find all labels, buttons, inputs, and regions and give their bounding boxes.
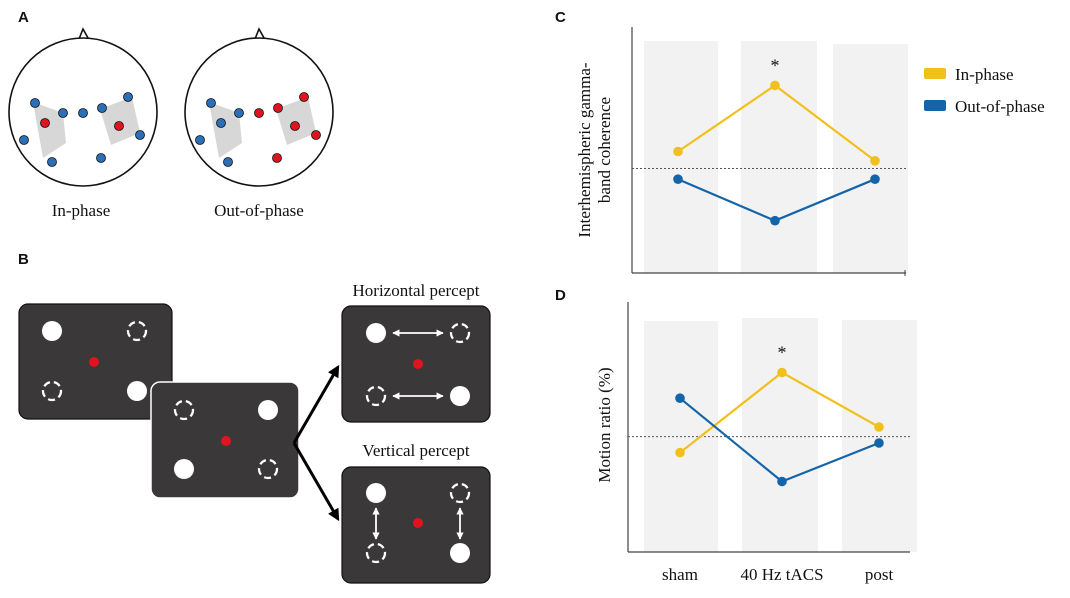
data-point-in-phase <box>870 156 880 166</box>
shade-band-tacs <box>742 318 818 552</box>
dot-filled <box>174 459 194 479</box>
data-point-out-of-phase <box>874 438 884 448</box>
y-axis-label-c: Interhemispheric gamma-band coherence <box>575 62 614 237</box>
stimulus-frame-2 <box>150 381 300 499</box>
x-tick-label: 40 Hz tACS <box>740 565 823 584</box>
electrodes-out-of-phase <box>195 92 321 167</box>
legend-swatch-in-phase <box>924 68 946 79</box>
electrode-red <box>273 103 283 113</box>
fixation-dot <box>221 436 231 446</box>
significance-marker: * <box>778 343 787 363</box>
chart-c-coherence: Interhemispheric gamma-band coherence * <box>575 27 908 276</box>
y-axis-label-c-line1: Interhemispheric gamma- <box>575 62 594 237</box>
horizontal-percept-frame <box>341 305 491 423</box>
vertical-percept-frame <box>341 466 491 584</box>
data-point-out-of-phase <box>770 215 780 226</box>
x-tick-label: sham <box>662 565 698 584</box>
electrode-red <box>40 118 50 128</box>
electrode-blue <box>135 130 145 140</box>
legend-swatch-out-of-phase <box>924 100 946 111</box>
electrode-patch-right <box>276 97 316 145</box>
panel-letter-d: D <box>555 287 566 304</box>
electrode-blue <box>96 153 106 163</box>
electrode-blue <box>47 157 57 167</box>
dot-filled <box>450 386 470 406</box>
legend: In-phase Out-of-phase <box>924 65 1045 116</box>
electrode-red <box>114 121 124 131</box>
x-tick-label: post <box>865 565 894 584</box>
significance-marker: * <box>771 55 780 75</box>
electrode-blue <box>97 103 107 113</box>
electrode-red <box>299 92 309 102</box>
y-axis-label-c-line2: band coherence <box>595 97 614 203</box>
branch-arrow-vertical <box>292 442 340 522</box>
data-point-out-of-phase <box>870 174 880 184</box>
dot-dashed <box>41 380 63 402</box>
dot-filled <box>366 323 386 343</box>
data-point-out-of-phase <box>673 174 683 184</box>
branch-arrow-horizontal <box>292 364 340 444</box>
data-point-in-phase <box>675 447 685 458</box>
data-point-in-phase <box>874 422 884 432</box>
dot-dashed <box>449 482 471 504</box>
electrode-blue <box>223 157 233 167</box>
electrode-blue <box>78 108 88 118</box>
legend-label-out-of-phase: Out-of-phase <box>955 97 1045 116</box>
chart-d-motion-ratio: Motion ratio (%) * sham 40 Hz tACS post <box>595 302 917 584</box>
data-point-in-phase <box>770 80 780 91</box>
dot-dashed <box>257 458 279 480</box>
dot-filled <box>42 321 62 341</box>
electrode-patch-right <box>100 97 140 145</box>
panel-letter-c: C <box>555 9 566 26</box>
head-map-out-of-phase <box>184 27 334 187</box>
electrode-red <box>311 130 321 140</box>
electrode-blue <box>123 92 133 102</box>
dot-filled <box>258 400 278 420</box>
dot-dashed <box>365 542 387 564</box>
electrode-patch-left <box>209 102 242 158</box>
data-point-in-phase <box>673 146 683 157</box>
electrode-blue <box>19 135 29 145</box>
data-point-out-of-phase <box>777 476 787 487</box>
fixation-dot <box>89 357 99 367</box>
dot-dashed <box>126 320 148 342</box>
panel-letter-a: A <box>18 9 29 26</box>
fixation-dot <box>413 359 423 369</box>
electrode-blue <box>234 108 244 118</box>
electrode-blue <box>58 108 68 118</box>
head-map-in-phase <box>8 27 158 187</box>
data-point-in-phase <box>777 367 787 378</box>
electrode-blue <box>206 98 216 108</box>
shade-band-tacs <box>741 41 817 273</box>
dot-dashed <box>173 399 195 421</box>
electrode-blue <box>30 98 40 108</box>
electrode-blue <box>216 118 226 128</box>
dot-filled <box>450 543 470 563</box>
y-axis-label-d: Motion ratio (%) <box>595 367 614 482</box>
electrode-red <box>290 121 300 131</box>
electrode-blue <box>195 135 205 145</box>
data-point-out-of-phase <box>675 393 685 404</box>
electrode-patch-left <box>33 102 66 158</box>
dot-dashed <box>365 385 387 407</box>
shade-band-sham <box>644 41 718 273</box>
stimulus-frame-1 <box>18 303 173 420</box>
dot-dashed <box>449 322 471 344</box>
label-horizontal-percept: Horizontal percept <box>353 281 480 300</box>
electrode-red <box>272 153 282 163</box>
label-vertical-percept: Vertical percept <box>362 441 469 460</box>
electrode-red <box>254 108 264 118</box>
electrodes-in-phase <box>19 92 145 167</box>
legend-label-in-phase: In-phase <box>955 65 1014 84</box>
shade-band-post <box>842 320 917 552</box>
dot-filled <box>366 483 386 503</box>
panel-letter-b: B <box>18 251 29 268</box>
label-out-of-phase: Out-of-phase <box>214 201 304 220</box>
fixation-dot <box>413 518 423 528</box>
label-in-phase: In-phase <box>52 201 111 220</box>
dot-filled <box>127 381 147 401</box>
